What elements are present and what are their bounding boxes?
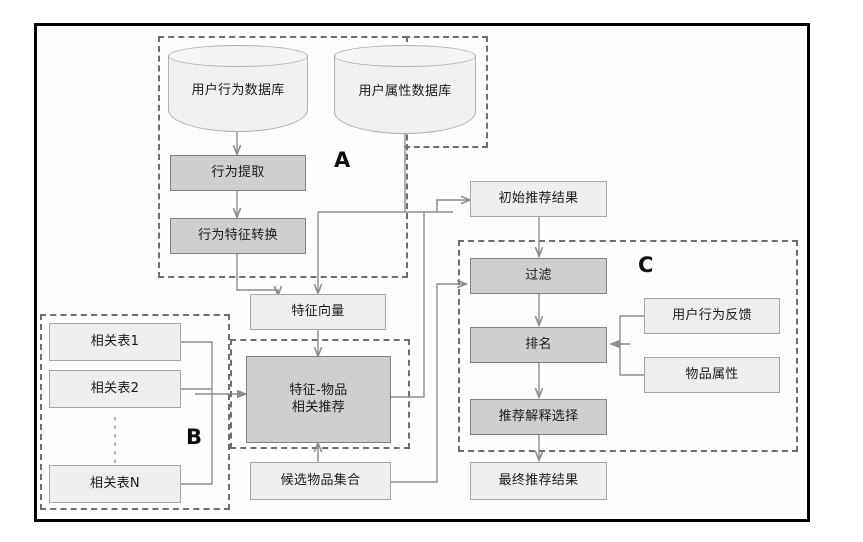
node-initial-recommend-result[interactable]: 初始推荐结果 <box>470 181 607 217</box>
node-final-recommend-result[interactable]: 最终推荐结果 <box>470 462 607 500</box>
node-behavior-feature-transform[interactable]: 行为特征转换 <box>170 218 306 254</box>
node-user-behavior-feedback[interactable]: 用户行为反馈 <box>644 298 780 334</box>
group-label-b: B <box>186 425 203 449</box>
group-box-b <box>40 314 230 510</box>
node-label-line-2: 相关推荐 <box>291 399 346 415</box>
node-item-attribute[interactable]: 物品属性 <box>644 357 780 393</box>
node-user-attribute-db[interactable]: 用户属性数据库 <box>334 45 476 134</box>
node-behavior-extract[interactable]: 行为提取 <box>170 155 306 191</box>
group-box-a-extension <box>404 36 488 148</box>
node-label-line-1: 特征-物品 <box>289 383 348 399</box>
node-candidate-item-set[interactable]: 候选物品集合 <box>250 462 391 500</box>
cylinder-body <box>168 56 308 132</box>
cylinder-top <box>334 45 476 67</box>
node-feature-vector[interactable]: 特征向量 <box>250 294 386 330</box>
cylinder-body <box>334 56 476 134</box>
node-ranking[interactable]: 排名 <box>470 327 607 363</box>
node-relation-table-n[interactable]: 相关表N <box>49 465 181 503</box>
group-label-a: A <box>334 148 351 172</box>
node-filter[interactable]: 过滤 <box>470 258 607 294</box>
cylinder-top <box>168 45 308 67</box>
node-relation-table-1[interactable]: 相关表1 <box>49 323 181 361</box>
group-box-a <box>158 36 408 278</box>
node-recommend-explain-select[interactable]: 推荐解释选择 <box>470 399 607 435</box>
node-label: 用户行为数据库 <box>191 83 285 98</box>
node-user-behavior-db[interactable]: 用户行为数据库 <box>168 45 308 132</box>
node-relation-table-2[interactable]: 相关表2 <box>49 370 181 408</box>
node-label: 用户属性数据库 <box>358 84 452 99</box>
node-feature-item-recommend[interactable]: 特征-物品 相关推荐 <box>246 356 391 443</box>
group-label-c: C <box>638 253 654 277</box>
